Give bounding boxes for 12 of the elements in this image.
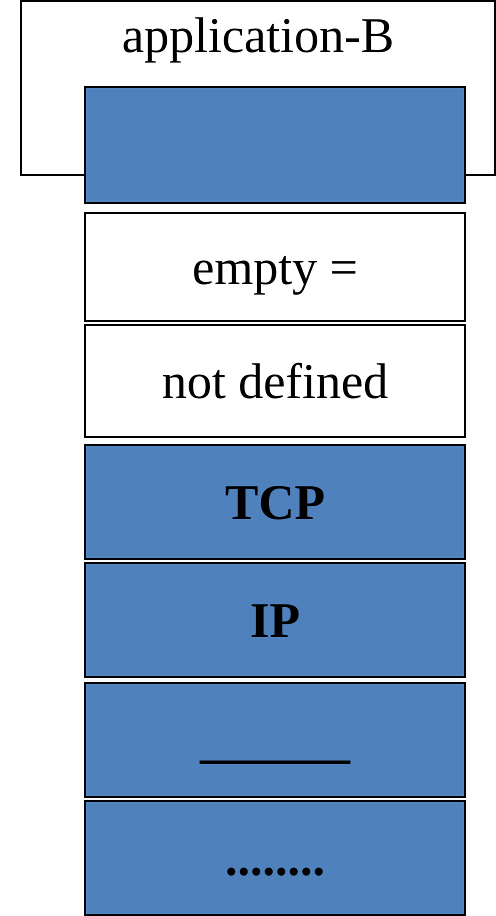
layer-label: TCP <box>225 477 325 527</box>
layer-box <box>84 86 466 204</box>
layer-label: not defined <box>162 356 388 406</box>
layer-box <box>84 562 466 678</box>
layer-box <box>84 800 466 916</box>
layer-box <box>84 324 466 438</box>
layer-box <box>84 212 466 322</box>
layer-box <box>84 682 466 798</box>
layer-box <box>84 444 466 560</box>
layer-label: ______ <box>200 715 350 765</box>
layer-label: ........ <box>225 833 325 883</box>
layer-label: IP <box>250 595 300 645</box>
